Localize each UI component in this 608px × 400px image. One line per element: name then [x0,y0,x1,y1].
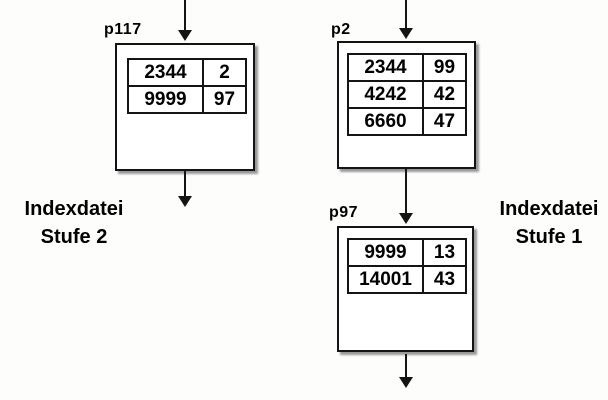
arrow-out-of-p97-icon [399,354,413,388]
arrow-shaft [405,354,407,378]
caption-line: Indexdatei [24,198,124,220]
arrow-out-of-p117-icon [178,171,192,207]
key-cell: 2344 [127,58,204,87]
key-cell: 6660 [347,107,424,136]
pointer-cell: 43 [422,265,467,294]
index-table-p117: 2344 2 9999 97 [127,58,247,114]
arrow-head-icon [399,213,413,224]
node-label-p97: p97 [329,204,359,221]
arrow-p2-to-p97-icon [399,169,413,224]
arrow-into-p2-icon [399,0,413,39]
caption-line: Stufe 1 [515,226,583,248]
caption-indexdatei-stufe-2: Indexdatei Stufe 2 [14,195,134,251]
node-label-p2: p2 [331,21,351,38]
key-cell: 14001 [347,265,424,294]
index-entry-row: 6660 47 [347,107,467,136]
arrow-shaft [405,0,407,29]
pointer-cell: 97 [202,85,247,114]
caption-indexdatei-stufe-1: Indexdatei Stufe 1 [489,195,608,251]
index-entry-row: 4242 42 [347,80,467,109]
arrow-head-icon [399,377,413,388]
node-label-p117: p117 [104,21,142,38]
index-entry-row: 2344 99 [347,53,467,82]
arrow-head-icon [399,28,413,39]
node-box-p117: 2344 2 9999 97 [115,43,255,171]
key-cell: 2344 [347,53,424,82]
key-cell: 4242 [347,80,424,109]
arrow-head-icon [178,30,192,41]
arrow-shaft [184,0,186,31]
pointer-cell: 13 [422,238,467,267]
index-entry-row: 9999 97 [127,85,247,114]
node-box-p97: 9999 13 14001 43 [337,226,474,352]
pointer-cell: 47 [422,107,467,136]
node-box-p2: 2344 99 4242 42 6660 47 [337,41,476,169]
index-entry-row: 9999 13 [347,238,467,267]
index-table-p97: 9999 13 14001 43 [347,238,467,294]
index-table-p2: 2344 99 4242 42 6660 47 [347,53,467,136]
arrow-shaft [184,171,186,197]
key-cell: 9999 [127,85,204,114]
caption-line: Stufe 2 [40,226,108,248]
arrow-head-icon [178,196,192,207]
arrow-into-p117-icon [178,0,192,41]
index-entry-row: 14001 43 [347,265,467,294]
arrow-shaft [405,169,407,214]
pointer-cell: 2 [202,58,247,87]
pointer-cell: 99 [422,53,467,82]
caption-line: Indexdatei [499,198,599,220]
pointer-cell: 42 [422,80,467,109]
index-entry-row: 2344 2 [127,58,247,87]
key-cell: 9999 [347,238,424,267]
